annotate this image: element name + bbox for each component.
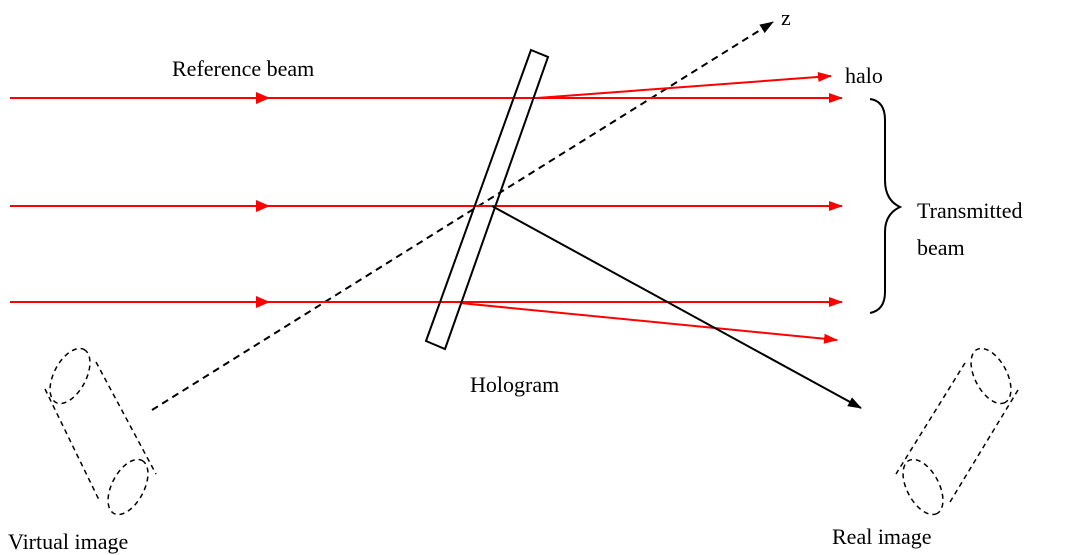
- beam-arrow-bottom: [256, 296, 270, 308]
- virtual-image-label: Virtual image: [8, 529, 128, 554]
- transmitted-beam-label-line1: Transmitted: [917, 198, 1023, 223]
- diffracted-beam-lower: [459, 302, 838, 344]
- z-axis: [151, 21, 774, 411]
- hologram-plate: [424, 48, 550, 351]
- halo-label: halo: [845, 63, 883, 88]
- beam-arrow-middle: [256, 200, 270, 212]
- beam-arrow-top: [256, 92, 270, 104]
- halo-beam: [536, 71, 832, 99]
- transmitted-beam-brace: [869, 98, 903, 314]
- reference-beam-label: Reference beam: [172, 56, 314, 81]
- real-image-ray: [491, 205, 862, 409]
- real-image-label: Real image: [832, 524, 932, 549]
- z-axis-label: z: [781, 5, 791, 30]
- reference-beams: [10, 93, 843, 307]
- transmitted-beam-label-line2: beam: [917, 235, 965, 260]
- beam-direction-arrows: [256, 92, 270, 308]
- hologram-label: Hologram: [470, 372, 559, 397]
- real-image-cylinder: [895, 347, 1019, 516]
- virtual-image-cylinder: [44, 347, 157, 516]
